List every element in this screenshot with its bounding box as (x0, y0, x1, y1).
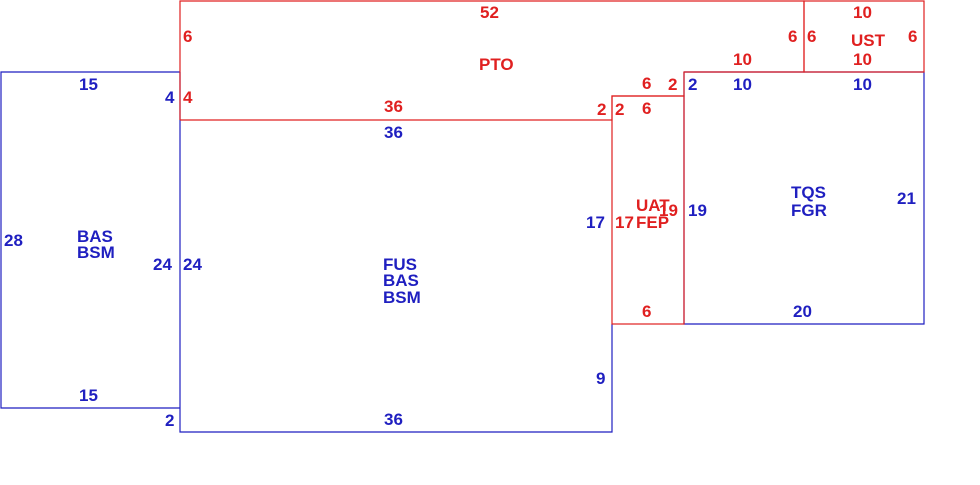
dim-uat-right: 19 (659, 201, 678, 220)
dim-pto-left: 6 (183, 27, 192, 46)
area-label-bas-left: BAS (77, 227, 113, 246)
dim-garage-left: 19 (688, 201, 707, 220)
area-label-bsm: BSM (383, 288, 421, 307)
dim-pto-top-right: 10 (733, 50, 752, 69)
bas-bsm-left-outline (0, 71, 180, 409)
dim-left-bottom: 15 (79, 386, 98, 405)
dim-uat-step-a: 2 (668, 75, 677, 94)
area-label-bsm-left: BSM (77, 243, 115, 262)
dim-pto-right-upper: 6 (788, 27, 797, 46)
area-label-fus: FUS (383, 255, 417, 274)
uat-fep-outline (611, 95, 685, 325)
dim-uat-top-b: 6 (642, 99, 651, 118)
dim-main-right-low: 9 (596, 369, 605, 388)
dim-uat-step-b: 2 (615, 100, 624, 119)
area-label-ust: UST (851, 31, 886, 50)
dim-pto-right-step: 2 (597, 100, 606, 119)
dim-ust-right: 6 (908, 27, 917, 46)
dim-main-top: 36 (384, 123, 403, 142)
ust-outline (803, 0, 925, 73)
dim-garage-step: 2 (688, 75, 697, 94)
dim-left-left: 28 (4, 231, 23, 250)
dim-uat-left: 17 (615, 213, 634, 232)
dim-uat-bottom: 6 (642, 302, 651, 321)
dim-left-step-bottom: 2 (165, 411, 174, 430)
dim-left-top: 15 (79, 75, 98, 94)
dim-left-right: 24 (153, 255, 172, 274)
dim-garage-right: 21 (897, 189, 916, 208)
dim-left-step-top: 4 (165, 88, 175, 107)
dim-garage-top-left: 10 (733, 75, 752, 94)
dim-main-right: 17 (586, 213, 605, 232)
area-label-fep: FEP (636, 213, 669, 232)
area-label-uat: UAT (636, 196, 670, 215)
area-label-pto: PTO (479, 55, 514, 74)
dim-ust-top: 10 (853, 3, 872, 22)
dim-ust-bottom: 10 (853, 50, 872, 69)
fus-bas-bsm-outline (179, 72, 613, 433)
dim-main-bottom: 36 (384, 410, 403, 429)
area-label-tqs: TQS (791, 183, 826, 202)
dim-pto-top: 52 (480, 3, 499, 22)
area-label-fgr: FGR (791, 201, 827, 220)
dim-garage-top-right: 10 (853, 75, 872, 94)
dim-uat-top-a: 6 (642, 74, 651, 93)
dim-ust-left: 6 (807, 27, 816, 46)
dim-garage-bottom: 20 (793, 302, 812, 321)
area-label-bas: BAS (383, 271, 419, 290)
dim-main-left: 24 (183, 255, 202, 274)
dim-pto-left-low: 4 (183, 88, 193, 107)
dim-pto-bottom: 36 (384, 97, 403, 116)
